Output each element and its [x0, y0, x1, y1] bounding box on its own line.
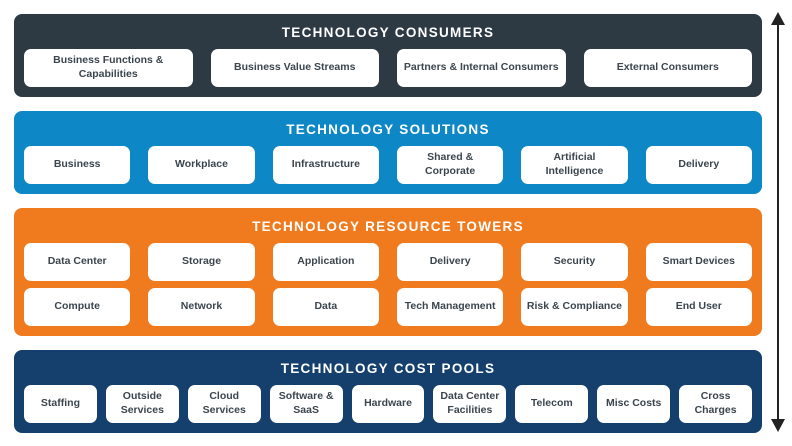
- bidirectional-vertical-arrow-icon: [771, 12, 785, 432]
- band-row: Business Workplace Infrastructure Shared & …: [24, 146, 752, 184]
- band-row: Business Functions & Capabilities Busines…: [24, 49, 752, 87]
- category-box: Tech Management: [396, 288, 504, 326]
- band-technology-resource-towers: TECHNOLOGY RESOURCE TOWERS Data Center St…: [14, 208, 762, 336]
- band-rows: Data Center Storage Application Delivery Sec…: [24, 243, 752, 326]
- category-box: Telecom: [515, 385, 589, 423]
- category-box: Partners & Internal Consumers: [397, 49, 566, 87]
- category-box: Network: [148, 288, 255, 326]
- category-box: External Consumers: [583, 49, 752, 87]
- category-box: Security: [521, 243, 628, 281]
- category-box: Misc Costs: [597, 385, 671, 423]
- category-box: Smart Devices: [645, 243, 752, 281]
- category-box: Software & SaaS: [269, 385, 343, 423]
- category-box: Artificial Intelligence: [521, 146, 628, 184]
- band-title: TECHNOLOGY COST POOLS: [280, 361, 496, 376]
- category-box: Data: [272, 288, 379, 326]
- category-box: Business: [24, 146, 131, 184]
- band-technology-solutions: TECHNOLOGY SOLUTIONS Business Workplace In…: [14, 111, 762, 194]
- category-box: Data Center: [24, 243, 131, 281]
- category-box: Storage: [148, 243, 255, 281]
- band-title: TECHNOLOGY SOLUTIONS: [286, 122, 490, 137]
- category-box: Workplace: [148, 146, 255, 184]
- category-box: Cross Charges: [679, 385, 753, 423]
- band-technology-consumers: TECHNOLOGY CONSUMERS Business Functions …: [14, 14, 762, 97]
- band-rows: Business Workplace Infrastructure Shared & …: [24, 146, 752, 184]
- band-rows: Business Functions & Capabilities Busines…: [24, 49, 752, 87]
- band-row: Data Center Storage Application Delivery Sec…: [24, 243, 752, 281]
- category-box: Data Center Facilities: [433, 385, 507, 423]
- category-box: End User: [645, 288, 752, 326]
- category-box: Cloud Services: [187, 385, 261, 423]
- band-title: TECHNOLOGY RESOURCE TOWERS: [252, 219, 524, 234]
- category-box: Compute: [24, 288, 131, 326]
- band-title: TECHNOLOGY CONSUMERS: [281, 25, 495, 40]
- category-box: Risk & Compliance: [521, 288, 628, 326]
- category-box: Hardware: [351, 385, 425, 423]
- category-box: Shared & Corporate: [396, 146, 504, 184]
- category-box: Delivery: [396, 243, 504, 281]
- category-box: Business Value Streams: [210, 49, 379, 87]
- category-box: Delivery: [645, 146, 752, 184]
- band-stack: TECHNOLOGY CONSUMERS Business Functions …: [14, 14, 762, 433]
- category-box: Business Functions & Capabilities: [24, 49, 193, 87]
- category-box: Staffing: [24, 385, 97, 423]
- category-box: Application: [272, 243, 379, 281]
- category-box: Outside Services: [105, 385, 179, 423]
- band-row: Compute Network Data Tech Management Risk & …: [24, 288, 752, 326]
- category-box: Infrastructure: [272, 146, 379, 184]
